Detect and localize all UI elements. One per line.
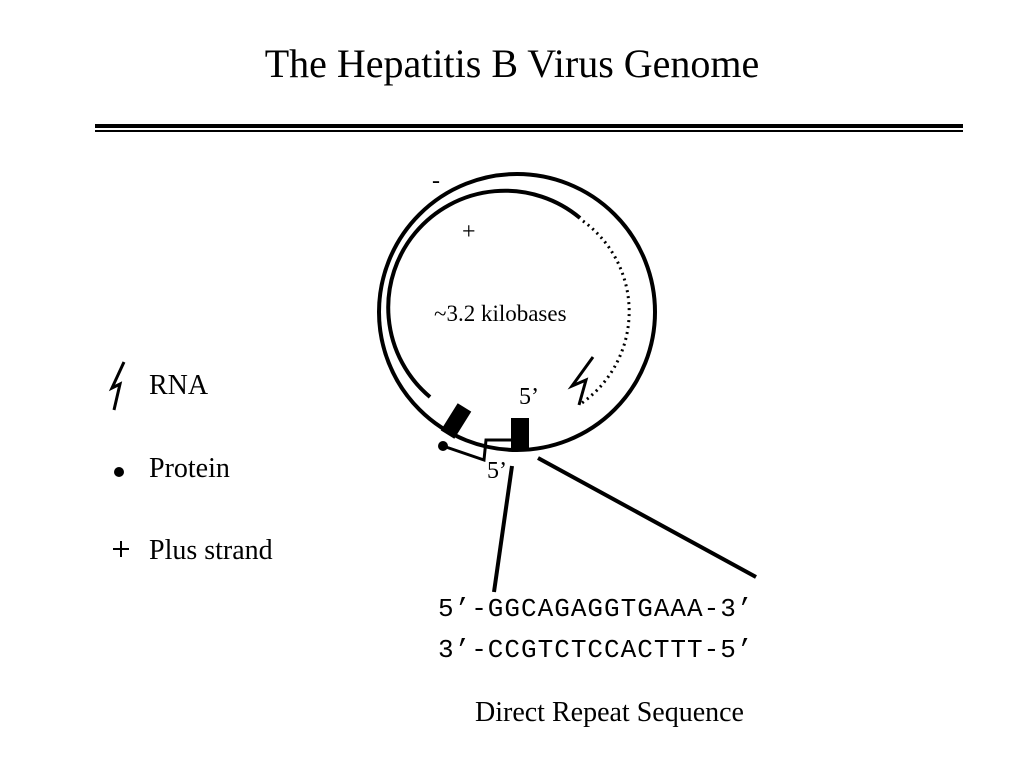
plus-strand-dotted-arc — [578, 219, 631, 407]
callout-line-left — [492, 465, 514, 593]
protein-dot — [438, 441, 448, 451]
rna-zigzag-icon — [108, 361, 126, 411]
minus-strand-label: - — [432, 168, 440, 194]
title-divider-thin — [95, 130, 963, 132]
plus-strand-label: + — [462, 219, 476, 245]
protein-dot-icon — [114, 467, 124, 477]
minus-strand-protein-link — [442, 438, 511, 463]
page-title: The Hepatitis B Virus Genome — [264, 41, 760, 86]
sequence-top-strand: 5’-GGCAGAGGTGAAA-3’ — [438, 594, 754, 624]
callout-line-right — [537, 456, 757, 579]
genome-size-label: ~3.2 kilobases — [434, 301, 567, 326]
plus-strand-five-prime-label: 5’ — [519, 384, 539, 410]
plus-strand-solid-arc — [386, 188, 582, 399]
minus-strand-five-prime-label: 5’ — [487, 458, 507, 484]
direct-repeat-marker-right — [511, 418, 529, 451]
legend-label-plus-strand: Plus strand — [149, 535, 273, 566]
rna-primer-zigzag — [567, 356, 595, 406]
direct-repeat-marker-left — [440, 403, 472, 439]
sequence-bottom-strand: 3’-CCGTCTCCACTTT-5’ — [438, 635, 754, 665]
legend-label-rna: RNA — [149, 370, 209, 401]
legend-label-protein: Protein — [149, 453, 230, 484]
title-divider-thick — [95, 124, 963, 128]
sequence-caption: Direct Repeat Sequence — [475, 697, 744, 728]
